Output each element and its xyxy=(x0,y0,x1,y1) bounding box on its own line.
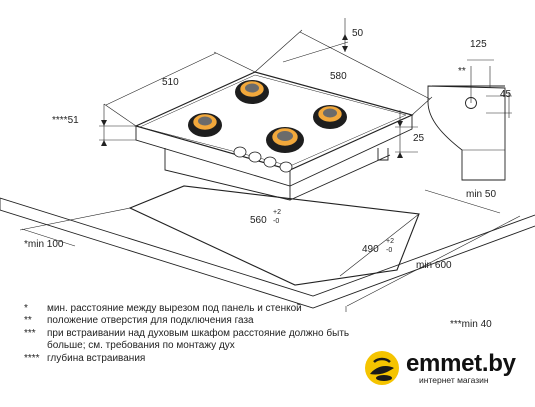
dim-cutout-width-tol-plus: +2 xyxy=(273,209,281,216)
footnote-mark: * xyxy=(24,303,28,314)
dim-min-front: *min 100 xyxy=(24,239,64,250)
dim-cutout-depth: 490 xyxy=(362,244,379,255)
store-logo[interactable]: emmet.by интернет магазин xyxy=(362,348,527,388)
dim-gas-marker: ** xyxy=(458,66,466,77)
dim-height: 25 xyxy=(413,133,425,144)
store-name: emmet.by xyxy=(406,350,516,377)
dim-gas-y: 45 xyxy=(500,89,512,100)
burner-front-right xyxy=(266,127,304,153)
dim-cutout-depth-tol-minus: -0 xyxy=(386,247,392,254)
dim-depth-flange: ****51 xyxy=(52,115,79,126)
store-subtitle: интернет магазин xyxy=(419,375,489,385)
burner-front-left xyxy=(188,113,222,137)
dim-min-below: ***min 40 xyxy=(450,319,492,330)
footnote-text: положение отверстия для подключения газа xyxy=(47,315,254,327)
burner-back-left xyxy=(235,80,269,104)
bee-icon xyxy=(365,351,399,385)
side-section-detail xyxy=(427,59,512,181)
footnote: * мин. расстояние между вырезом под пане… xyxy=(24,303,364,315)
dim-cutout-width: 560 xyxy=(250,215,267,226)
control-knobs xyxy=(233,146,293,173)
countertop-outline xyxy=(0,197,535,297)
dim-top-offset: 50 xyxy=(352,28,364,39)
footnote-mark: *** xyxy=(24,327,36,339)
footnote-text: при встраивании над духовым шкафом расст… xyxy=(47,327,350,352)
dim-cutout-width-tol-minus: -0 xyxy=(273,218,279,225)
footnote-text: глубина встраивания xyxy=(47,352,146,364)
dim-min-side: min 600 xyxy=(416,260,452,271)
burner-back-right xyxy=(313,105,347,129)
dim-hob-width: 580 xyxy=(330,71,347,82)
footnote-mark: ** xyxy=(24,315,32,327)
cutout-outline xyxy=(128,185,420,286)
footnote: **** глубина встраивания xyxy=(24,353,364,365)
footnote: *** при встраивании над духовым шкафом р… xyxy=(24,328,364,353)
burners xyxy=(188,80,347,153)
dim-cutout-depth-tol-plus: +2 xyxy=(386,238,394,245)
footnotes: * мин. расстояние между вырезом под пане… xyxy=(24,303,364,365)
dim-min-right: min 50 xyxy=(466,189,496,200)
footnote: ** положение отверстия для подключения г… xyxy=(24,315,364,327)
footnote-text: мин. расстояние между вырезом под панель… xyxy=(47,303,302,314)
dim-hob-depth: 510 xyxy=(162,77,179,88)
footnote-mark: **** xyxy=(24,352,40,364)
dim-gas-x: 125 xyxy=(470,39,487,50)
